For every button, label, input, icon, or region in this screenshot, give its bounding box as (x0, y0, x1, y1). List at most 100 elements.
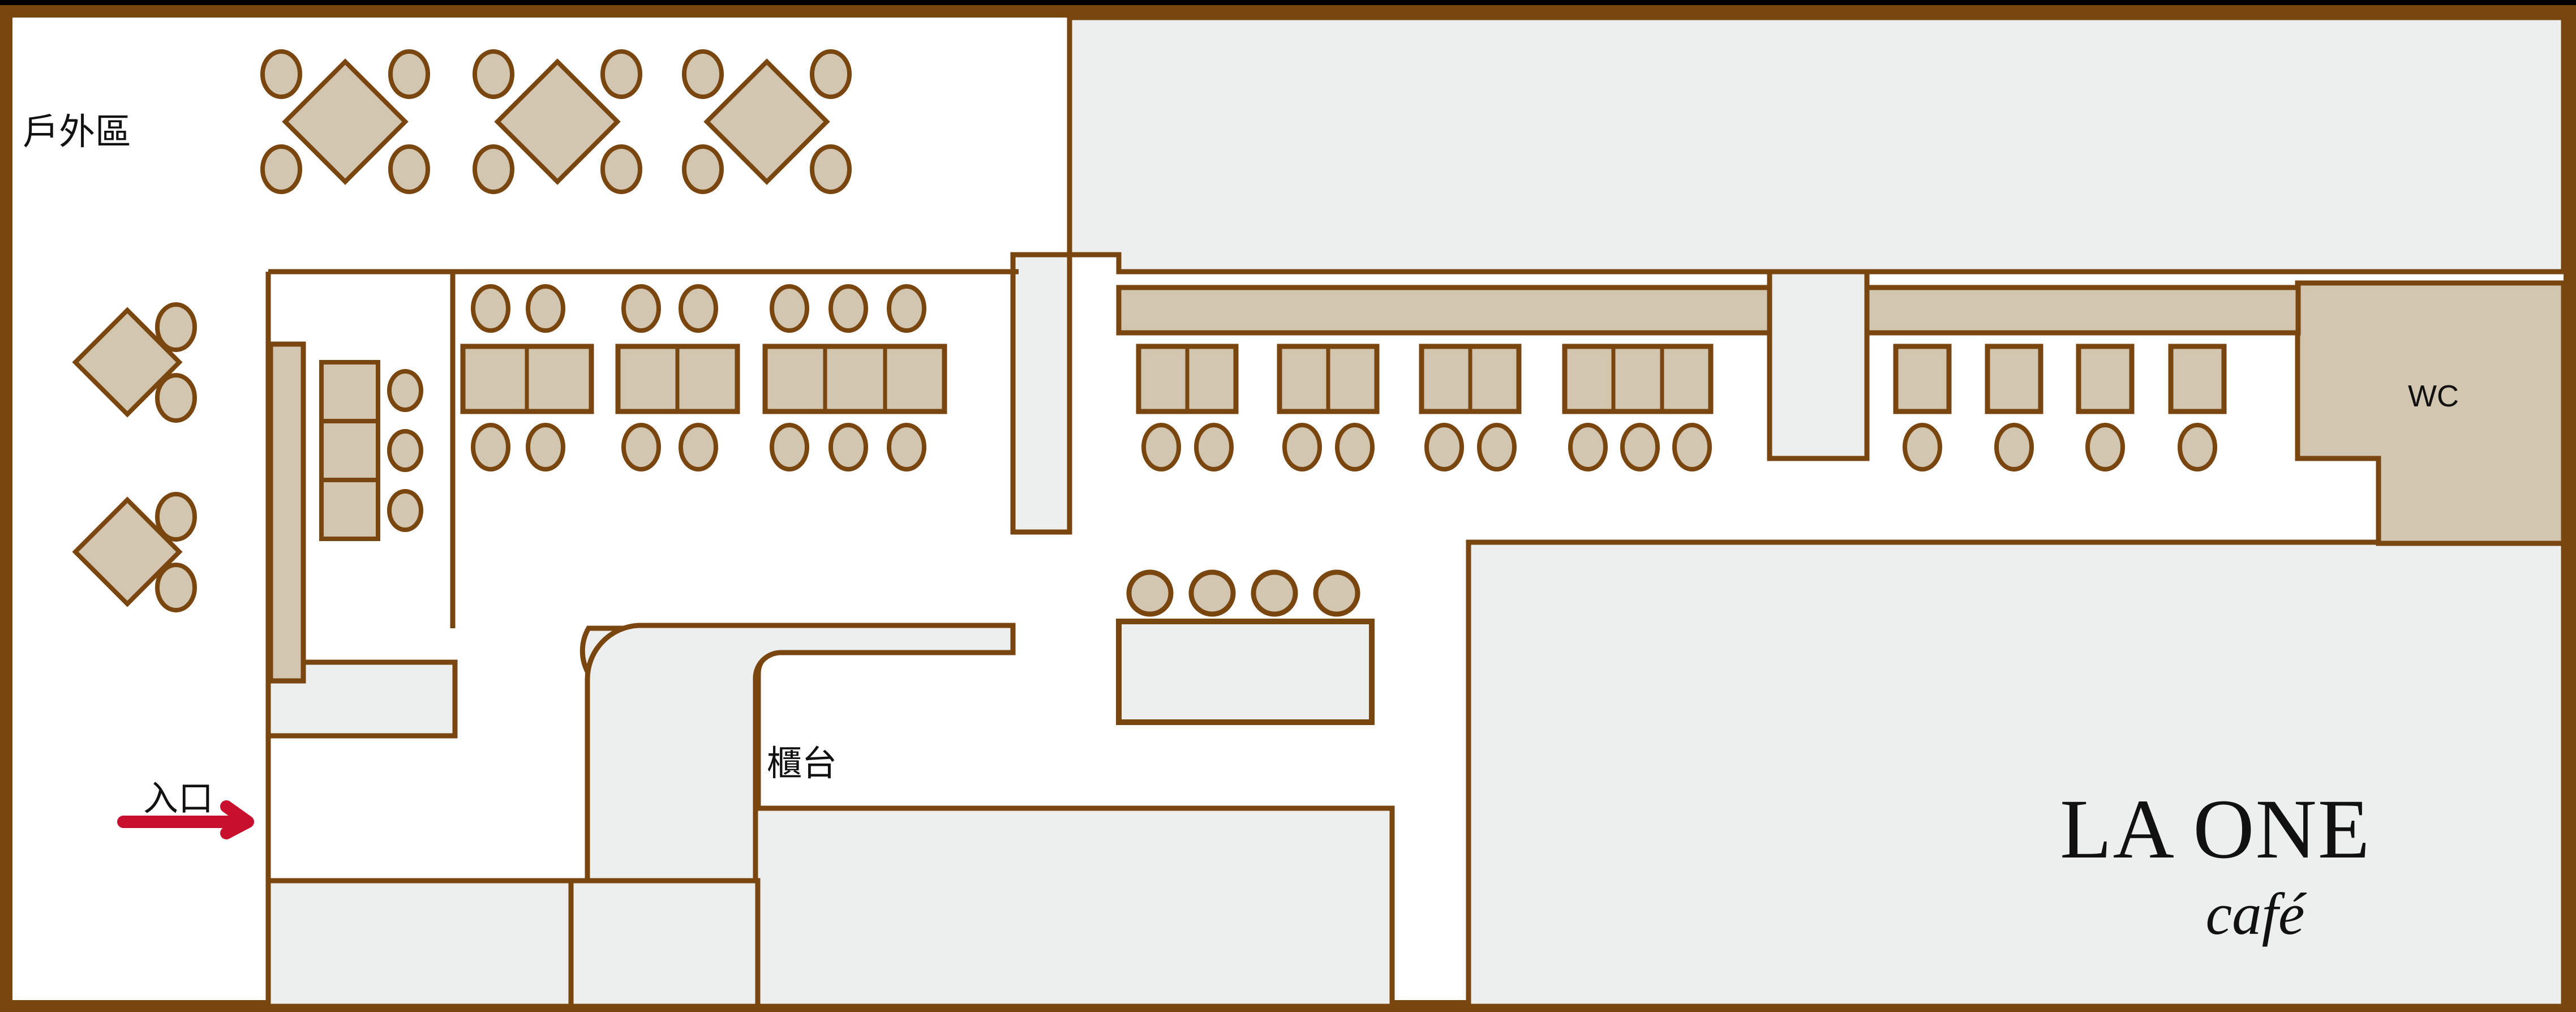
chair[interactable] (679, 423, 718, 471)
diamond-table[interactable] (282, 58, 409, 185)
chair[interactable] (1188, 569, 1236, 617)
chair[interactable] (810, 144, 852, 194)
chair[interactable] (810, 49, 852, 99)
chair[interactable] (1672, 423, 1712, 471)
chair[interactable] (388, 49, 430, 99)
bar-table-segment[interactable] (319, 478, 380, 541)
chair[interactable] (887, 284, 926, 333)
chair[interactable] (2178, 423, 2217, 471)
chair[interactable] (155, 302, 197, 352)
dining-table-group-T10[interactable] (2076, 344, 2135, 471)
chair[interactable] (2085, 423, 2125, 471)
outdoor-area-label: 戶外區 (23, 112, 131, 152)
diamond-table[interactable] (72, 496, 183, 607)
dining-table[interactable] (2168, 344, 2227, 414)
chair[interactable] (387, 429, 423, 472)
gray-block-left-upper (265, 659, 458, 739)
chair[interactable] (1194, 423, 1234, 471)
chair[interactable] (387, 489, 423, 532)
bar-counter-group[interactable] (319, 360, 423, 541)
dining-table-group-T3[interactable] (762, 284, 947, 471)
chair[interactable] (1477, 423, 1517, 471)
diamond-table[interactable] (72, 307, 183, 418)
chair[interactable] (1126, 569, 1174, 617)
bench-side-vertical (268, 341, 306, 684)
dining-table-group-T6[interactable] (1419, 344, 1522, 471)
gray-passage-between-benches (1767, 269, 1870, 461)
chair[interactable] (387, 369, 423, 412)
gray-block-bottom-left (265, 878, 574, 1009)
chair[interactable] (828, 423, 868, 471)
chair[interactable] (388, 144, 430, 194)
chair[interactable] (1282, 423, 1322, 471)
chair[interactable] (682, 49, 724, 99)
counter-right-column (568, 878, 761, 1009)
dining-table-group-T2[interactable] (615, 284, 740, 471)
dining-table[interactable] (1893, 344, 1952, 414)
dining-table[interactable] (1985, 344, 2043, 414)
chair[interactable] (155, 563, 197, 612)
chair[interactable] (828, 284, 868, 333)
chair[interactable] (1424, 423, 1464, 471)
chair[interactable] (600, 144, 642, 194)
chair[interactable] (260, 144, 302, 194)
dining-table[interactable] (1116, 619, 1375, 725)
bench-wall-left (1116, 285, 1772, 336)
dining-table-group-T9[interactable] (1985, 344, 2043, 471)
outdoor-table-group-3[interactable] (682, 49, 852, 194)
chair[interactable] (621, 423, 661, 471)
chair[interactable] (1335, 423, 1375, 471)
chair[interactable] (679, 284, 718, 333)
entrance-label: 入口 (143, 779, 213, 818)
gray-region-upper-right (1010, 15, 2566, 308)
terrace-notch-wall (1010, 18, 1072, 306)
counter-lower-extension (753, 805, 1395, 1009)
dining-table[interactable] (2076, 344, 2135, 414)
chair[interactable] (770, 284, 809, 333)
dining-table-group-T12[interactable] (1116, 569, 1375, 725)
dining-table-group-T7[interactable] (1562, 344, 1714, 471)
dining-table-group-T11[interactable] (2168, 344, 2227, 471)
outdoor-table-group-2[interactable] (473, 49, 642, 194)
chair[interactable] (473, 144, 514, 194)
chair[interactable] (1141, 423, 1181, 471)
chair[interactable] (260, 49, 302, 99)
entrance-arrow-icon (117, 800, 254, 839)
chair[interactable] (1313, 569, 1360, 617)
chair[interactable] (1994, 423, 2034, 471)
chair[interactable] (600, 49, 642, 99)
chair[interactable] (682, 144, 724, 194)
outdoor-left-table-group-2[interactable] (72, 492, 197, 612)
chair[interactable] (471, 284, 510, 333)
outdoor-left-table-group-1[interactable] (72, 302, 197, 423)
chair[interactable] (155, 373, 197, 423)
chair[interactable] (1620, 423, 1660, 471)
chair[interactable] (526, 423, 565, 471)
dining-table[interactable] (1562, 344, 1714, 414)
dining-table-group-T4[interactable] (1136, 344, 1239, 471)
chair[interactable] (1903, 423, 1942, 471)
dining-table[interactable] (762, 344, 947, 414)
diamond-table[interactable] (494, 58, 621, 185)
diamond-table[interactable] (703, 58, 830, 185)
chair[interactable] (887, 423, 926, 471)
chair[interactable] (621, 284, 661, 333)
chair[interactable] (155, 492, 197, 542)
dining-table-group-T8[interactable] (1893, 344, 1952, 471)
chair[interactable] (471, 423, 510, 471)
chair[interactable] (1251, 569, 1298, 617)
outdoor-table-group-1[interactable] (260, 49, 430, 194)
chair[interactable] (526, 284, 565, 333)
chair[interactable] (473, 49, 514, 99)
bench-wall-right (1864, 285, 2301, 336)
bar-table-segment[interactable] (319, 419, 380, 482)
brand-logo-secondary: café (2206, 881, 2307, 947)
dining-table-group-T1[interactable] (460, 284, 594, 471)
chair[interactable] (770, 423, 809, 471)
dining-table-group-T5[interactable] (1277, 344, 1380, 471)
brand-logo-primary: LA ONE (2060, 782, 2371, 876)
bar-table-segment[interactable] (319, 360, 380, 423)
chair[interactable] (1568, 423, 1608, 471)
